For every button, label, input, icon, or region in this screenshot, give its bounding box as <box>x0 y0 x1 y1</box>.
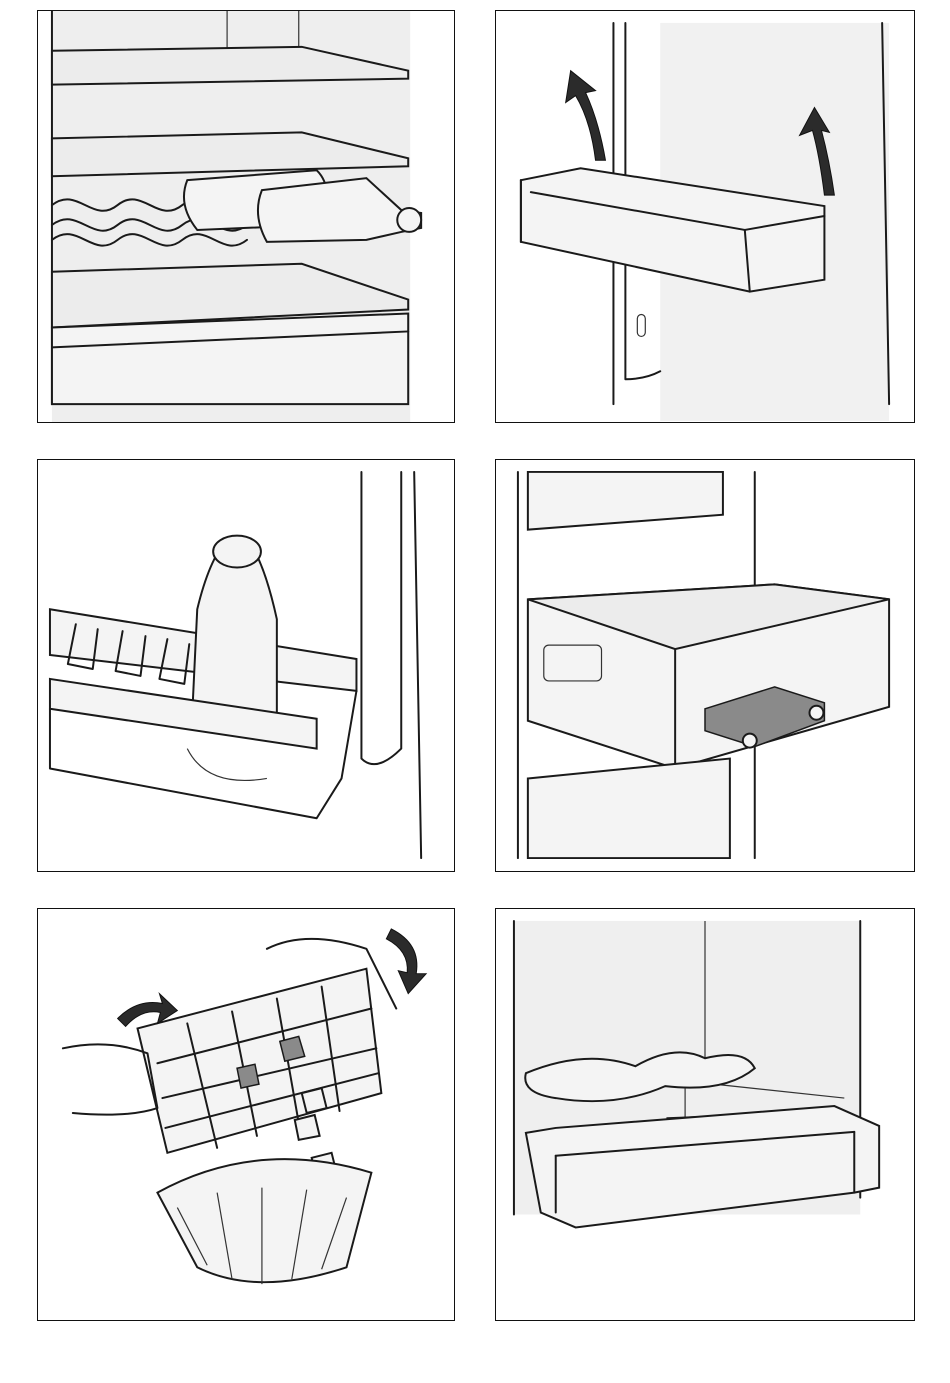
door-frame <box>361 472 401 764</box>
ice-tray-drawing <box>38 909 454 1320</box>
illustration-defrost-tray <box>495 908 915 1321</box>
illustration-ice-tray <box>37 908 455 1321</box>
door-shelf-removal-drawing <box>496 11 914 422</box>
ice-cube <box>295 1115 320 1140</box>
defrost-tray-drawing <box>496 909 914 1320</box>
glass-bowl <box>157 1159 371 1282</box>
bottle-shelf-drawing <box>38 460 454 871</box>
ice-cube <box>302 1088 327 1113</box>
rotate-arrow-right-icon <box>386 929 426 994</box>
vegetable-drawer-drawing <box>496 460 914 871</box>
illustration-door-shelf-removal <box>495 10 915 423</box>
upper-drawer <box>528 472 723 530</box>
illustration-bottle-shelf <box>37 459 455 872</box>
lift-arrow-left-icon <box>566 71 606 161</box>
wine-rack-drawing <box>38 11 454 422</box>
illustration-wine-rack <box>37 10 455 423</box>
crisper-lid <box>52 314 408 405</box>
illustration-vegetable-drawer <box>495 459 915 872</box>
